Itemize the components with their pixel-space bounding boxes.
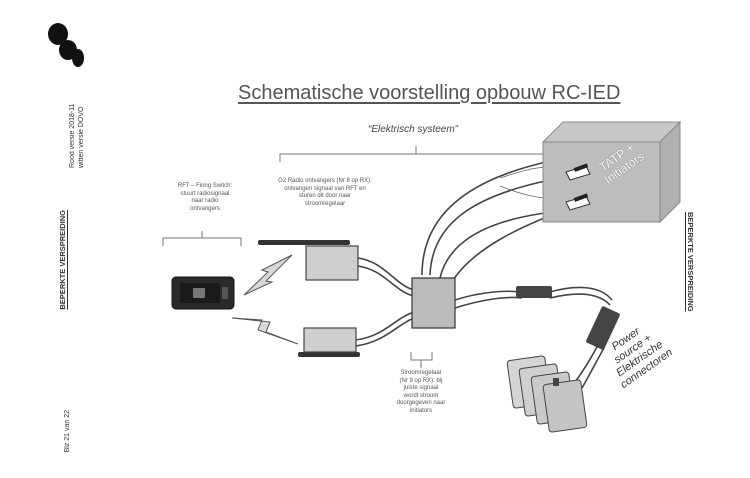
initiator-2 bbox=[565, 193, 591, 211]
antenna-bottom bbox=[298, 352, 360, 357]
tatp-cube-front bbox=[542, 141, 661, 223]
redaction-scribble bbox=[48, 23, 84, 67]
redaction-mark bbox=[44, 20, 88, 70]
diagram-title: Schematische voorstelling opbouw RC-IED bbox=[238, 82, 621, 104]
antenna-top bbox=[258, 240, 350, 245]
rft-label: RFT – Firing Switch: stuurt radiosignaal… bbox=[177, 183, 233, 212]
initiator-1 bbox=[565, 163, 591, 181]
lightning-bolt-bottom bbox=[231, 317, 299, 345]
tatp-cube-top bbox=[541, 121, 682, 143]
connector-2 bbox=[586, 306, 620, 350]
current-regulator bbox=[411, 277, 456, 329]
regulator-label: Stroomregelaar (Nr 9 op RX): bij juiste … bbox=[396, 370, 446, 414]
classification-right: BEPERKTE VERSPREIDING bbox=[686, 212, 695, 312]
radio-receiver-bottom bbox=[303, 327, 357, 353]
battery-pack bbox=[506, 355, 588, 433]
rft-bracket bbox=[162, 237, 242, 246]
radio-receiver-top bbox=[305, 245, 359, 281]
regulator-bracket bbox=[410, 352, 433, 361]
lightning-bolt-top bbox=[243, 254, 293, 296]
connector-1 bbox=[516, 286, 552, 298]
system-bracket bbox=[279, 153, 553, 162]
system-label: “Elektrisch systeem” bbox=[368, 124, 459, 135]
receivers-label: G2 Radio ontvangers (Nr 8 op RX): ontvan… bbox=[278, 178, 372, 207]
